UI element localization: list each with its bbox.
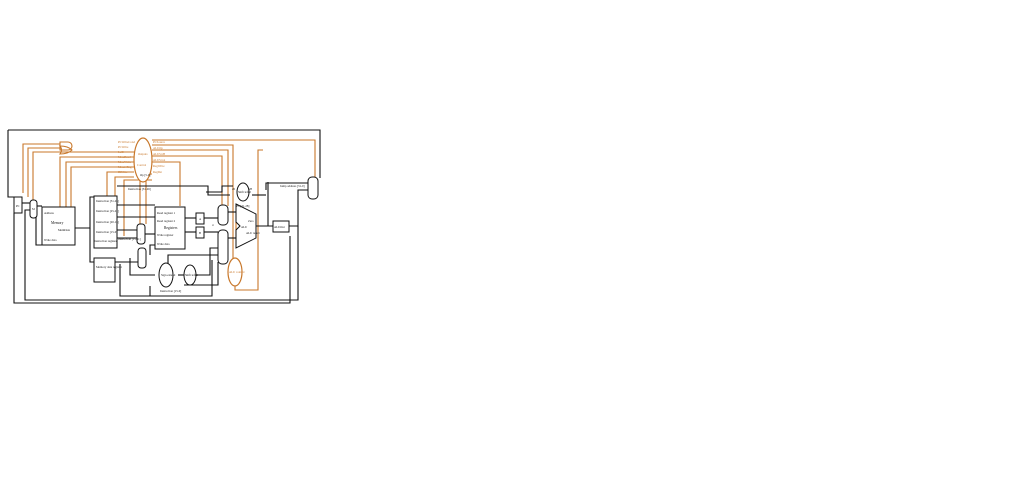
svg-text:Outputs: Outputs	[138, 152, 148, 156]
svg-text:Write data: Write data	[157, 242, 170, 246]
svg-text:PC: PC	[16, 204, 20, 208]
svg-text:PC [31-28]: PC [31-28]	[236, 204, 249, 208]
svg-text:Instruction register: Instruction register	[94, 239, 117, 243]
memory-unit: Address Memory MemData Write data	[41, 206, 76, 246]
svg-text:Shift left 2: Shift left 2	[238, 190, 251, 194]
control-unit: Outputs Control Op [5-0]	[133, 137, 153, 183]
aluout-register: ALUOut	[272, 220, 290, 233]
mux-regdst	[136, 223, 146, 245]
svg-text:Write register: Write register	[157, 233, 173, 237]
svg-text:ALU result: ALU result	[246, 231, 260, 235]
alu: ALU Zero ALU result	[235, 203, 260, 249]
svg-text:ALUOut: ALUOut	[274, 225, 285, 229]
signal-pcwritecond: PCWriteCond	[118, 140, 135, 144]
svg-text:ALU: ALU	[241, 225, 248, 229]
signal-regdst: RegDst	[153, 170, 162, 174]
signal-irwrite: IRWrite	[118, 170, 128, 174]
signal-pcsource: PCSource	[153, 140, 166, 144]
svg-text:Address: Address	[44, 211, 55, 215]
svg-text:Read register 2: Read register 2	[157, 219, 176, 223]
control-signal-labels-left: PCWriteCond PCWrite IorD MemRead MemWrit…	[118, 140, 135, 174]
sign-extend: Sign extend	[158, 262, 176, 288]
signal-aluop: ALUOp	[153, 146, 163, 150]
svg-text:Instruction [15-0]: Instruction [15-0]	[160, 289, 181, 293]
memory-data-register: Memory data register	[93, 257, 122, 283]
signal-iord: IorD	[118, 150, 124, 154]
shift-left-2-jump: Shift left 2	[236, 182, 251, 202]
diagram-labels: Instruction [31-26] Instruction [15-11] …	[118, 184, 305, 293]
svg-text:4: 4	[212, 223, 214, 227]
svg-text:A: A	[199, 217, 202, 221]
svg-text:ALU control: ALU control	[229, 270, 245, 274]
mux-pcsource	[307, 176, 319, 200]
svg-text:Jump address [31-0]: Jump address [31-0]	[280, 184, 305, 188]
svg-text:Zero: Zero	[248, 219, 254, 223]
signal-alusrcb: ALUSrcB	[153, 152, 165, 156]
control-signal-labels-right: PCSource ALUOp ALUSrcB ALUSrcA RegWrite …	[153, 140, 166, 174]
mux-alusrcb	[217, 229, 229, 265]
svg-text:Instruction [15-11]: Instruction [15-11]	[118, 237, 141, 241]
svg-text:MemData: MemData	[58, 228, 71, 232]
signal-pcwrite: PCWrite	[118, 145, 129, 149]
svg-text:Sign extend: Sign extend	[161, 273, 176, 277]
svg-text:Instruction [15-0]: Instruction [15-0]	[96, 230, 117, 234]
svg-text:Op [5-0]: Op [5-0]	[140, 173, 150, 177]
register-b: B	[195, 226, 205, 239]
svg-text:Read register 1: Read register 1	[157, 211, 176, 215]
signal-alusrca: ALUSrcA	[153, 158, 166, 162]
signal-memtoreg: MemtoReg	[118, 165, 132, 169]
svg-text:Memory: Memory	[51, 221, 64, 225]
svg-text:Instruction [31-26]: Instruction [31-26]	[128, 187, 151, 191]
mux-alusrca	[217, 204, 229, 226]
signal-memwrite: MemWrite	[118, 160, 132, 164]
svg-text:Instruction [31-26]: Instruction [31-26]	[96, 199, 119, 203]
svg-text:Registers: Registers	[164, 226, 178, 230]
datapath-wires	[7, 129, 321, 304]
svg-text:M: M	[32, 207, 35, 211]
svg-text:Write data: Write data	[44, 238, 57, 242]
pc-register: PC	[13, 196, 23, 214]
svg-text:Shift left 2: Shift left 2	[185, 273, 198, 277]
signal-regwrite: RegWrite	[153, 164, 165, 168]
svg-text:Instruction [20-16]: Instruction [20-16]	[96, 220, 119, 224]
svg-text:Memory data register: Memory data register	[96, 265, 122, 269]
shift-left-2-branch: Shift left 2	[183, 264, 198, 286]
svg-text:Control: Control	[137, 163, 146, 167]
instruction-register: Instruction [31-26] Instruction [25-21] …	[93, 195, 119, 249]
svg-text:Instruction [25-21]: Instruction [25-21]	[96, 209, 119, 213]
register-a: A	[195, 212, 205, 225]
mux-iord: M	[29, 199, 38, 219]
svg-text:28: 28	[249, 187, 253, 191]
alu-control: ALU control	[227, 257, 245, 287]
register-file: Read register 1 Read register 2 Register…	[154, 206, 186, 250]
svg-text:B: B	[199, 231, 201, 235]
mux-memtoreg	[137, 247, 147, 269]
signal-memread: MemRead	[118, 155, 131, 159]
svg-text:26: 26	[232, 187, 236, 191]
